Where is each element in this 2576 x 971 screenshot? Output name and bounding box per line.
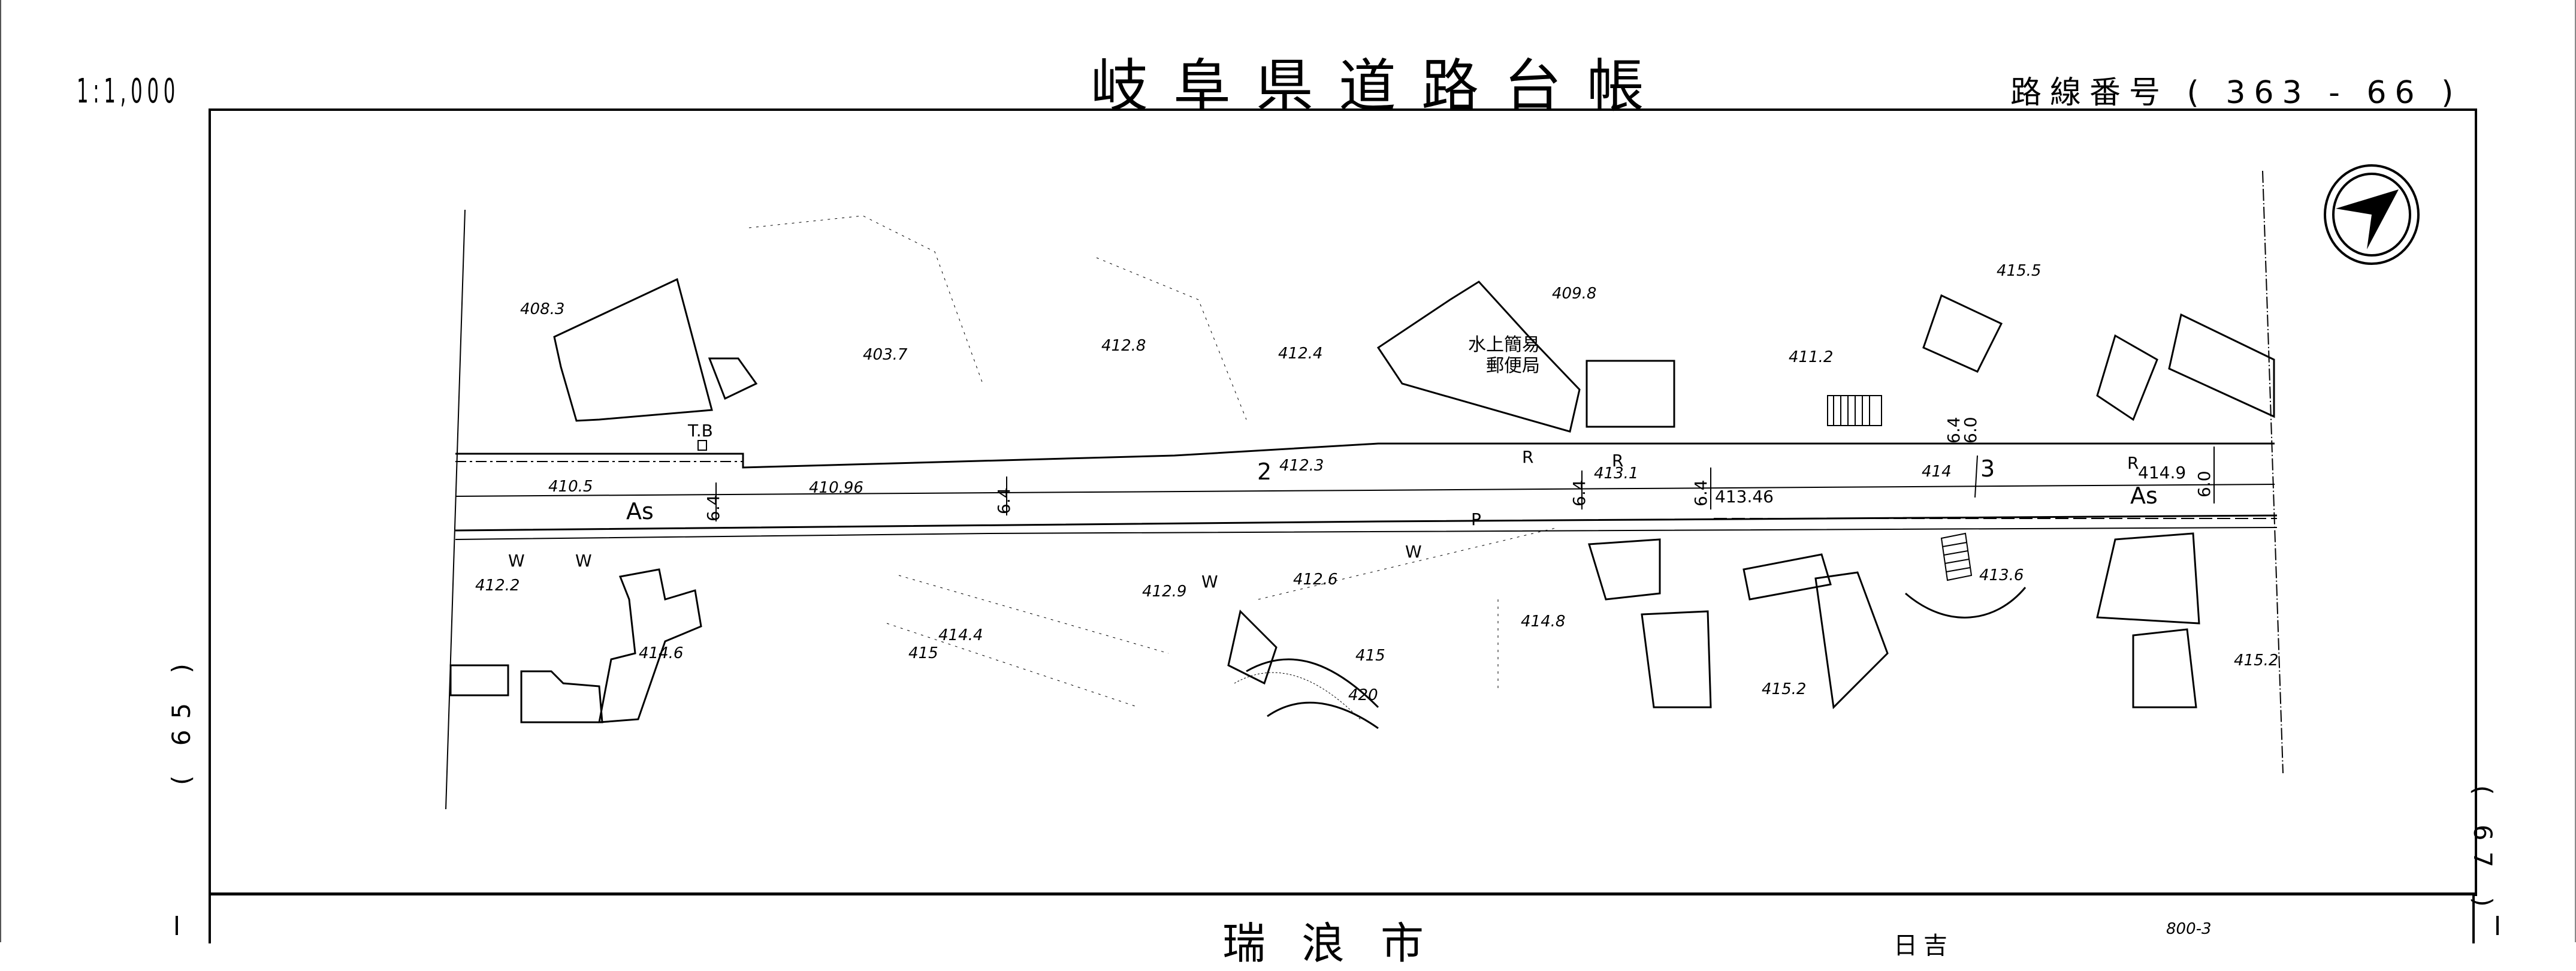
building	[449, 664, 509, 696]
elevation-label: 412.3	[1279, 457, 1324, 475]
elevation-label: 410.5	[548, 478, 593, 496]
water-symbol: W	[575, 551, 592, 571]
elevation-label: 411.2	[1789, 348, 1833, 366]
r-marker: R	[1612, 451, 1623, 471]
map-scale: 1:1,000	[77, 72, 180, 111]
width-label: 6.4	[1569, 480, 1589, 506]
previous-sheet-dash	[176, 916, 178, 935]
elevation-label: 414.9	[2138, 463, 2186, 483]
tb-marker	[697, 440, 707, 451]
pole-marker: P	[1471, 509, 1481, 529]
building	[2132, 628, 2197, 708]
route-number-label: 路線番号	[2010, 75, 2169, 111]
elevation-labels: 408.3 403.7 412.8 412.4 409.8 411.2 415.…	[475, 262, 2278, 704]
building	[1588, 538, 1661, 601]
elevation-label: 412.8	[1101, 337, 1146, 355]
stairs	[1827, 395, 1973, 581]
elevation-label: 414.6	[639, 644, 683, 662]
elevation-label: 412.9	[1142, 583, 1186, 601]
elevation-label: 415	[908, 644, 938, 662]
north-arrow-icon	[2324, 164, 2420, 265]
elevation-label: 413.6	[1979, 566, 2024, 584]
building	[708, 357, 758, 400]
pavement-label: As	[2130, 483, 2158, 509]
width-label: 6.4	[1944, 417, 1964, 444]
width-label: 6.0	[2194, 471, 2214, 497]
buildings	[449, 278, 2275, 723]
elevation-label: 403.7	[863, 346, 908, 364]
building	[2096, 532, 2200, 625]
building	[1922, 294, 2003, 373]
pavement-label: As	[626, 498, 654, 524]
building	[1586, 360, 1675, 428]
building	[553, 278, 713, 422]
elevation-label: 412.2	[475, 577, 520, 595]
elevation-label: 410.96	[809, 479, 863, 497]
elevation-label: 413.1	[1594, 465, 1638, 483]
frame-lower-left	[209, 895, 211, 943]
contour-label: 415	[1355, 647, 1385, 665]
station-label: 3	[1980, 456, 1995, 482]
building	[1227, 610, 1278, 685]
water-symbol: W	[508, 551, 525, 571]
contour-label: 420	[1348, 686, 1378, 704]
elevation-label: 414.4	[938, 626, 983, 644]
building	[2096, 334, 2158, 421]
width-label: 6.4	[703, 494, 723, 521]
page-edge-left	[0, 0, 1, 942]
main-road	[455, 442, 2278, 540]
next-sheet-dash	[2496, 916, 2499, 935]
building-post-office	[1376, 281, 1581, 433]
parcel-number: 800-3	[2166, 920, 2212, 938]
post-office-label-2: 郵便局	[1486, 355, 1540, 376]
road-width-ticks	[715, 447, 2215, 521]
elevation-label: 414	[1922, 463, 1952, 481]
route-number: 路線番号 ( 363 - 66 )	[2010, 67, 2462, 112]
post-office-label-1: 水上簡易	[1468, 334, 1540, 355]
elevation-label: 409.8	[1552, 285, 1596, 303]
tb-label: T.B	[687, 421, 713, 441]
elevation-label: 415.2	[1762, 680, 1806, 698]
elevation-label: 415.2	[2234, 652, 2278, 670]
road-map[interactable]: 408.3 403.7 412.8 412.4 409.8 411.2 415.…	[0, 0, 2576, 942]
building	[1641, 610, 1712, 708]
elevation-label: 413.46	[1715, 487, 1774, 506]
width-label: 6.4	[994, 487, 1014, 514]
building	[520, 670, 603, 723]
water-symbol: W	[1201, 572, 1218, 592]
map-frame	[209, 108, 2477, 896]
elevation-label: 414.8	[1521, 613, 1565, 631]
route-number-value: ( 363 - 66 )	[2187, 75, 2462, 111]
map-limit-left	[445, 209, 466, 810]
contour-lines	[1234, 587, 2027, 729]
frame-lower-right	[2472, 895, 2475, 943]
map-annotations: T.B 水上簡易 郵便局 As As 2 3 P R R R 6.4 6.4 6…	[508, 334, 2214, 592]
map-limit-right	[2262, 170, 2284, 774]
slope-hatching	[748, 215, 1559, 708]
elevation-label: 412.4	[1278, 345, 1322, 363]
station-label: 2	[1257, 459, 1272, 485]
r-marker: R	[2127, 453, 2139, 473]
building	[1743, 553, 1832, 601]
frame-divider	[209, 892, 2475, 895]
water-symbol: W	[1405, 542, 1422, 562]
building	[1814, 571, 1889, 710]
width-label: 6.4	[1691, 480, 1711, 506]
page-edge-right	[2575, 0, 2576, 942]
elevation-label: 412.6	[1293, 571, 1337, 589]
elevation-label: 408.3	[520, 300, 564, 318]
r-marker: R	[1522, 447, 1533, 467]
width-label: 6.0	[1961, 417, 1980, 444]
elevation-label: 415.5	[1997, 262, 2041, 280]
building	[598, 568, 702, 723]
building	[2168, 313, 2275, 418]
